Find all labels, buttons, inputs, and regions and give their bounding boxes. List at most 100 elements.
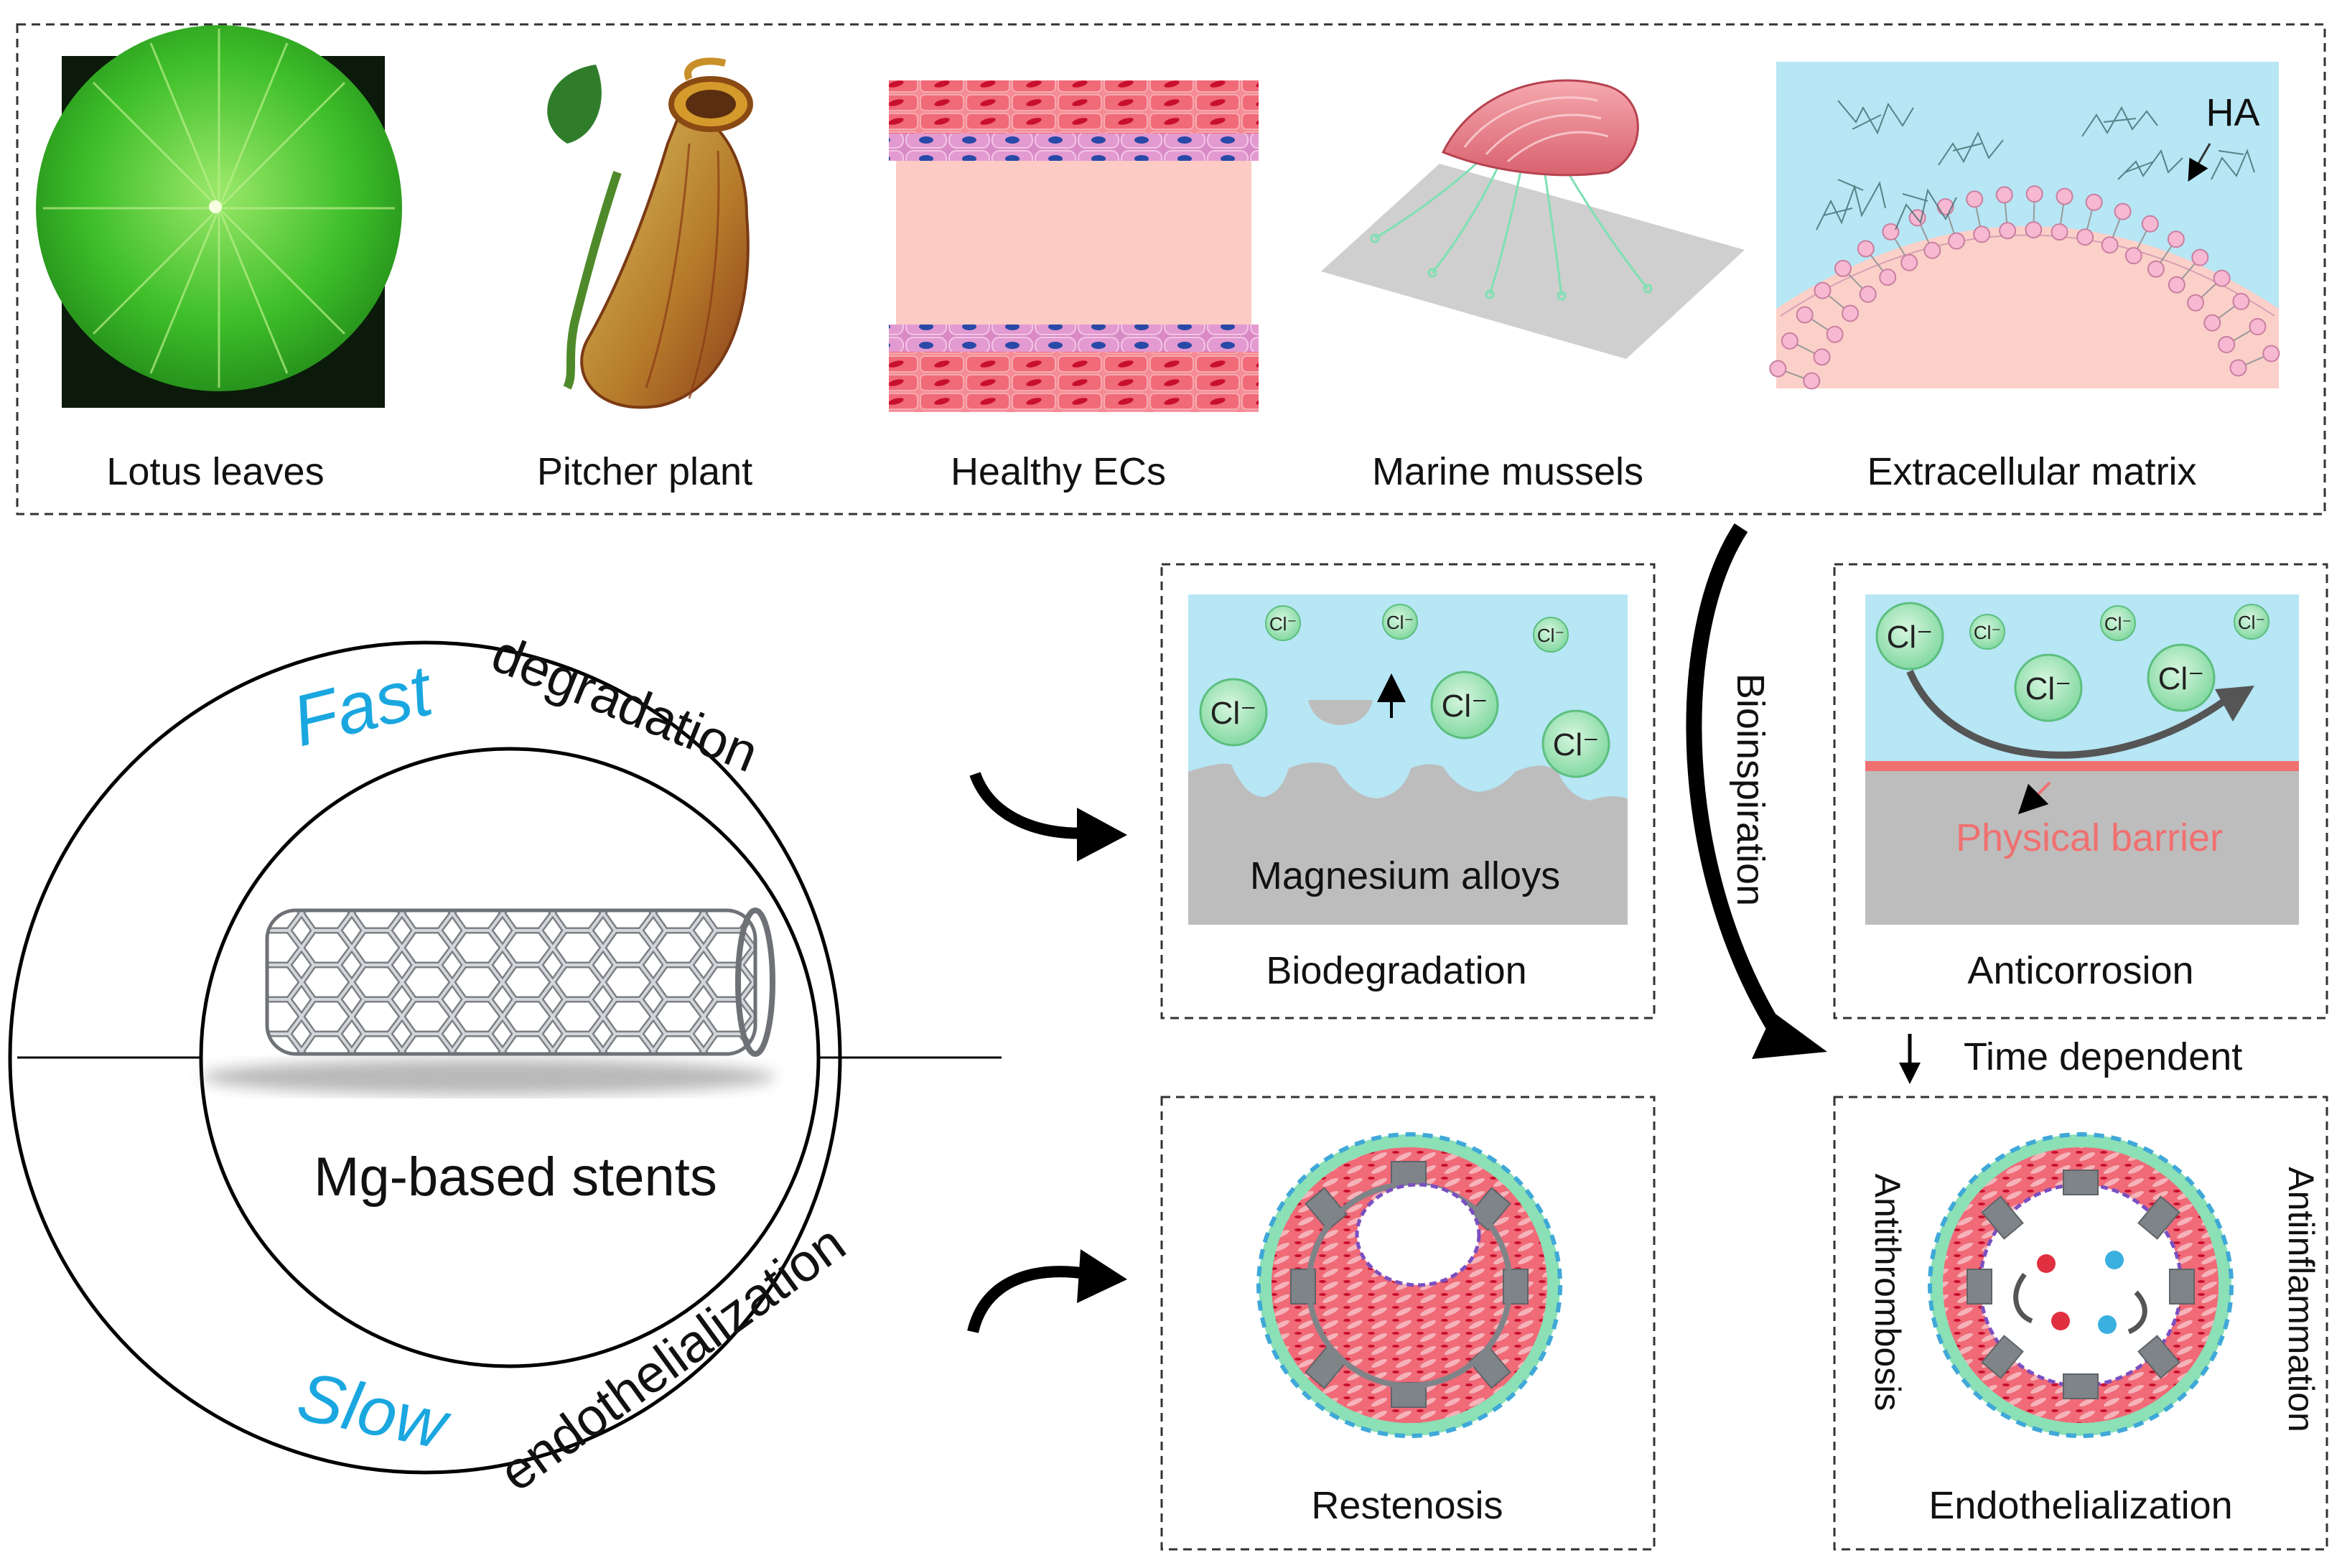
- lipid-head: [1999, 222, 2017, 240]
- stent-shadow: [201, 1059, 775, 1095]
- lipid-head: [2124, 247, 2142, 265]
- lipid-head: [1803, 372, 1821, 390]
- stent-diagram: Mg-based stents Fast degradation Slow en…: [8, 623, 1002, 1503]
- lipid-head: [2147, 260, 2165, 278]
- pitcher-plant-image: [547, 57, 753, 409]
- lipid-head: [2218, 336, 2236, 353]
- physical-barrier-label: Physical barrier: [1956, 816, 2223, 859]
- lipid-head: [2114, 202, 2132, 220]
- lipid-head: [1857, 240, 1875, 258]
- svg-text:Cl⁻: Cl⁻: [1442, 689, 1488, 724]
- chloride-ion: Cl⁻: [1875, 602, 1944, 671]
- lipid-head: [1826, 325, 1844, 343]
- pitcher-plant-label: Pitcher plant: [537, 450, 752, 493]
- lipid-head: [2213, 269, 2231, 287]
- chloride-ion: Cl⁻: [1541, 709, 1610, 778]
- lipid-head: [1769, 360, 1787, 378]
- svg-text:Cl⁻: Cl⁻: [2025, 671, 2072, 706]
- lipid-head: [1966, 190, 1984, 208]
- svg-text:Cl⁻: Cl⁻: [2158, 661, 2205, 696]
- lipid-head: [1834, 259, 1852, 277]
- lipid-head: [1973, 225, 1991, 243]
- restenosis-caption: Restenosis: [1311, 1484, 1503, 1527]
- lipid-head: [2203, 314, 2221, 332]
- lipid-head: [2167, 230, 2185, 248]
- chloride-ion: Cl⁻: [1430, 671, 1499, 739]
- lipid-head: [1900, 253, 1918, 271]
- restenosis-vessel: [1256, 1132, 1562, 1438]
- lipid-head: [2025, 221, 2043, 239]
- svg-text:Cl⁻: Cl⁻: [1210, 696, 1257, 731]
- chloride-ion: Cl⁻: [2234, 604, 2269, 640]
- time-dependent-label: Time dependent: [1964, 1035, 2242, 1078]
- svg-text:Cl⁻: Cl⁻: [1269, 613, 1297, 635]
- svg-text:Cl⁻: Cl⁻: [2104, 613, 2132, 635]
- antithrombosis-label: Antithrombosis: [1867, 1174, 1908, 1411]
- lipid-head: [1995, 186, 2013, 204]
- chloride-ion: Cl⁻: [1382, 604, 1418, 640]
- svg-text:Cl⁻: Cl⁻: [1537, 625, 1564, 646]
- lipid-head: [2141, 215, 2159, 233]
- lipid-head: [2249, 318, 2267, 335]
- lotus-leaves-label: Lotus leaves: [106, 450, 324, 493]
- arrow-to-restenosis: [967, 1249, 1127, 1333]
- biodegradation-ions: Cl⁻ Cl⁻ Cl⁻ Cl⁻ Cl⁻ Cl⁻: [1199, 604, 1610, 778]
- lipid-head: [2168, 276, 2185, 294]
- healthy-ecs-label: Healthy ECs: [951, 450, 1166, 493]
- healthy-ecs-image: [889, 80, 1259, 412]
- lipid-head: [1781, 332, 1799, 350]
- chloride-ion: Cl⁻: [2100, 605, 2136, 641]
- svg-text:Cl⁻: Cl⁻: [1887, 620, 1933, 655]
- stent-image: [265, 907, 775, 1057]
- endothelialized-vessel: [1928, 1132, 2234, 1438]
- chloride-ion: Cl⁻: [1533, 617, 1569, 653]
- lipid-head: [2025, 185, 2043, 203]
- lipid-head: [1859, 285, 1877, 303]
- lipid-head: [1814, 281, 1832, 299]
- magnesium-alloys-label: Magnesium alloys: [1250, 854, 1560, 897]
- extracellular-matrix-label: Extracellular matrix: [1867, 450, 2196, 493]
- antiinflammation-label: Antiinflammation: [2281, 1167, 2321, 1432]
- marine-mussel-image: [1321, 79, 1745, 359]
- arrow-to-biodegradation: [969, 772, 1127, 862]
- lipid-head: [1948, 232, 1966, 250]
- lipid-head: [2232, 292, 2250, 310]
- lipid-head: [2056, 187, 2073, 205]
- lipid-head: [2229, 359, 2247, 377]
- lipid-head: [2051, 223, 2068, 241]
- anticorrosion-caption: Anticorrosion: [1967, 949, 2193, 992]
- marine-mussels-label: Marine mussels: [1372, 450, 1643, 493]
- inner-circle: [199, 747, 821, 1368]
- lipid-head: [2076, 228, 2094, 246]
- stent-title: Mg-based stents: [314, 1147, 717, 1208]
- anticorrosion-ions: Cl⁻ Cl⁻ Cl⁻ Cl⁻ Cl⁻ Cl⁻: [1875, 602, 2269, 722]
- restenosis-panel: Restenosis: [1160, 1096, 1656, 1551]
- time-dependent-arrow: [1899, 1034, 1921, 1084]
- biodegradation-caption: Biodegradation: [1266, 949, 1526, 992]
- bioinspiration-arrow: [1686, 523, 1827, 1059]
- chloride-ion: Cl⁻: [2014, 653, 2083, 722]
- svg-text:Cl⁻: Cl⁻: [1974, 622, 2001, 643]
- bioinspiration-label: Bioinspiration: [1729, 673, 1772, 906]
- lipid-head: [1796, 306, 1814, 324]
- svg-text:Cl⁻: Cl⁻: [1386, 612, 1414, 633]
- inspiration-panel-border: [16, 23, 2326, 515]
- svg-text:Cl⁻: Cl⁻: [2238, 612, 2265, 633]
- lipid-head: [2262, 345, 2280, 363]
- lipid-head: [1882, 223, 1900, 241]
- chloride-ion: Cl⁻: [1969, 614, 2005, 650]
- endothelialization-caption: Endothelialization: [1928, 1484, 2232, 1527]
- extracellular-matrix-image: HA: [1769, 62, 2280, 390]
- inspiration-panel: Lotus leaves Pitcher plant Healthy ECs: [16, 23, 2326, 515]
- lipid-head: [1813, 348, 1831, 366]
- lipid-head: [2101, 236, 2119, 254]
- lotus-leaf-image: [36, 25, 402, 408]
- ha-label: HA: [2206, 91, 2259, 134]
- chloride-ion: Cl⁻: [2147, 643, 2216, 712]
- lipid-head: [1842, 304, 1860, 322]
- lipid-head: [2187, 294, 2205, 312]
- lipid-head: [2085, 193, 2103, 211]
- svg-text:Cl⁻: Cl⁻: [1553, 727, 1600, 762]
- chloride-ion: Cl⁻: [1199, 678, 1268, 747]
- endothelialization-panel: Antithrombosis Antiinflammation Endothel…: [1833, 1096, 2328, 1551]
